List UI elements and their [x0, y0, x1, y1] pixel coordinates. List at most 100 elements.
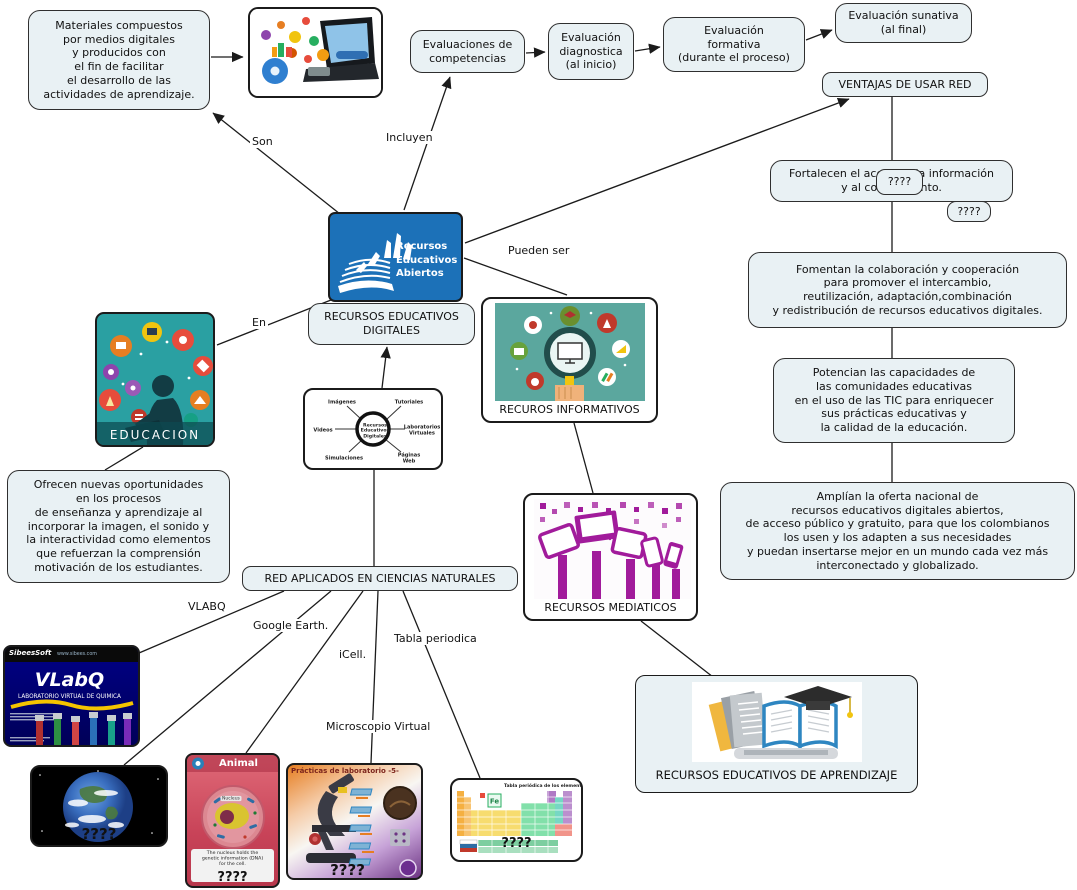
- hand-phone-1: [640, 536, 664, 599]
- science-icons: [99, 322, 213, 427]
- link-label-son[interactable]: Son: [250, 135, 275, 148]
- test-tubes-icon: [35, 712, 132, 745]
- image-rea-logo[interactable]: Recursos Educativos Abiertos: [328, 212, 463, 302]
- node-materiales-text: Materiales compuestos por medios digital…: [43, 18, 195, 101]
- node-ofrecen-text: Ofrecen nuevas oportunidades en los proc…: [26, 478, 211, 574]
- minimap-spoke-laboratorios: Laboratorios Virtuales: [403, 424, 441, 437]
- link-label-icell[interactable]: iCell.: [337, 648, 369, 661]
- clouds: [65, 790, 124, 828]
- mediaticos-label: RECURSOS MEDIATICOS: [544, 601, 677, 614]
- laptop-icon: [303, 17, 379, 82]
- icell-graphic: [187, 755, 278, 849]
- laptop-keyboard-icon: [734, 748, 838, 759]
- node-amplian-text: Amplían la oferta nacional de recursos e…: [745, 489, 1050, 572]
- node-evaluacion-sumativa[interactable]: Evaluación sunativa (al final): [835, 3, 972, 43]
- icell-caption: The nucleus holds the genetic informatio…: [201, 850, 264, 867]
- node-formativa-text: Evaluación formativa (durante el proceso…: [678, 23, 790, 65]
- vlabq-brand: SibeesSoft: [9, 649, 52, 657]
- image-microscopio[interactable]: Prácticas de laboratorio -5-: [286, 763, 423, 880]
- minimap-spoke-imagenes: Imágenes: [328, 399, 356, 406]
- link-label-pueden-ser[interactable]: Pueden ser: [506, 244, 572, 257]
- image-mini-concept-map[interactable]: Recursos Educativos Digitales Imágenes T…: [303, 388, 443, 470]
- minimap-spoke-simulaciones: Simulaciones: [325, 455, 363, 462]
- educacion-graphic: [97, 322, 213, 445]
- link-label-microscopio-virtual[interactable]: Microscopio Virtual: [324, 720, 433, 733]
- icell-caption-panel: The nucleus holds the genetic informatio…: [191, 849, 274, 882]
- rea-logo-title: Recursos Educativos Abiertos: [396, 241, 458, 279]
- image-tabla-periodica[interactable]: Tabla periódica de los elementos: [450, 778, 583, 862]
- logo-badge-icon: [399, 859, 417, 877]
- aprendizaje-label: RECURSOS EDUCATIVOS DE APRENDIZAJE: [655, 768, 898, 782]
- node-potencian[interactable]: Potencian las capacidades de las comunid…: [773, 358, 1015, 443]
- hand-tablet-right: [610, 526, 648, 599]
- aprendizaje-graphic: [708, 686, 853, 759]
- papers-icon: [720, 691, 767, 749]
- vlabq-top-bar: SibeesSoft www.sibees.com: [5, 647, 138, 662]
- rea-logo-graphic: [338, 233, 412, 293]
- image-vlabq[interactable]: SibeesSoft www.sibees.com VLabQ LABORATO…: [3, 645, 140, 747]
- hand-phone-2: [663, 541, 684, 599]
- node-red-aplicados-text: RED APLICADOS EN CIENCIAS NATURALES: [264, 571, 496, 585]
- node-pregunta-1[interactable]: ????: [876, 169, 923, 195]
- minimap-spoke-tutoriales: Tutoriales: [394, 399, 424, 406]
- image-educacion[interactable]: EDUCACION: [95, 312, 215, 447]
- image-recursos-aprendizaje[interactable]: RECURSOS EDUCATIVOS DE APRENDIZAJE: [635, 675, 918, 793]
- image-google-earth[interactable]: ????: [30, 765, 168, 847]
- link-label-tabla-periodica[interactable]: Tabla periodica: [392, 632, 479, 645]
- vlabq-title: VLabQ: [34, 669, 105, 691]
- node-evaluacion-formativa[interactable]: Evaluación formativa (durante el proceso…: [663, 17, 805, 72]
- image-recursos-mediaticos[interactable]: RECURSOS MEDIATICOS: [523, 493, 698, 621]
- periodica-highlight-element: Fe: [490, 798, 499, 806]
- mediaticos-picture: [534, 499, 691, 599]
- periodica-title: Tabla periódica de los elementos: [504, 783, 583, 789]
- node-materiales[interactable]: Materiales compuestos por medios digital…: [28, 10, 210, 110]
- node-pregunta-1-text: ????: [887, 175, 912, 189]
- node-sumativa-text: Evaluación sunativa (al final): [848, 9, 959, 36]
- node-ventajas[interactable]: VENTAJAS DE USAR RED: [822, 72, 988, 97]
- monitor-icon: [557, 342, 583, 364]
- minimap-spoke-videos: Videos: [313, 427, 333, 434]
- vlabq-url: www.sibees.com: [57, 651, 97, 657]
- link-label-vlabq[interactable]: VLABQ: [186, 600, 228, 613]
- vlabq-graphic: [10, 699, 134, 745]
- flag-icon: [459, 839, 478, 852]
- link-label-google-earth[interactable]: Google Earth.: [251, 619, 331, 632]
- informativos-picture: [495, 303, 645, 401]
- node-diagnostica-text: Evaluación diagnostica (al inicio): [559, 30, 623, 72]
- hands-holding-devices: [538, 510, 684, 599]
- continents: [79, 786, 118, 820]
- link-label-incluyen[interactable]: Incluyen: [384, 131, 435, 144]
- media-icon-squares: [540, 502, 682, 541]
- aprendizaje-picture: [692, 682, 862, 762]
- google-earth-graphic: [39, 770, 159, 842]
- node-fomentan[interactable]: Fomentan la colaboración y cooperación p…: [748, 252, 1067, 328]
- node-ventajas-text: VENTAJAS DE USAR RED: [838, 77, 972, 91]
- legend-swatch: [480, 793, 485, 798]
- image-recursos-informativos[interactable]: RECUROS INFORMATIVOS: [481, 297, 658, 423]
- link-label-en[interactable]: En: [250, 316, 268, 329]
- node-pregunta-2-text: ????: [957, 204, 981, 218]
- node-red-aplicados[interactable]: RED APLICADOS EN CIENCIAS NATURALES: [242, 566, 518, 591]
- microscopio-title: Prácticas de laboratorio -5-: [291, 767, 399, 775]
- node-evaluacion-diagnostica[interactable]: Evaluación diagnostica (al inicio): [548, 23, 634, 80]
- icell-nucleus-label: Nucleus: [220, 795, 242, 802]
- stars: [39, 770, 159, 834]
- cd-icon: [262, 58, 288, 84]
- mini-concept-map-graphic: [335, 405, 405, 453]
- microscopio-graphic: [306, 773, 417, 877]
- node-fomentan-text: Fomentan la colaboración y cooperación p…: [772, 262, 1043, 317]
- node-pregunta-2[interactable]: ????: [947, 201, 991, 222]
- minimap-center-label: Recursos Educativos Digitales: [360, 422, 390, 439]
- node-amplian[interactable]: Amplían la oferta nacional de recursos e…: [720, 482, 1075, 580]
- grid-icon: [390, 829, 410, 846]
- educacion-label: EDUCACION: [109, 428, 201, 442]
- minimap-center-circle: [355, 411, 391, 447]
- image-digital-media-collage[interactable]: [248, 7, 383, 98]
- image-icell-animal[interactable]: Animal Nucleus The nucleus holds the gen…: [185, 753, 280, 888]
- node-ofrecen[interactable]: Ofrecen nuevas oportunidades en los proc…: [7, 470, 230, 583]
- node-evaluaciones-competencias[interactable]: Evaluaciones de competencias: [410, 30, 525, 73]
- node-recursos-educativos-digitales[interactable]: RECURSOS EDUCATIVOS DIGITALES: [308, 303, 475, 345]
- magnifier-icon: [544, 327, 596, 401]
